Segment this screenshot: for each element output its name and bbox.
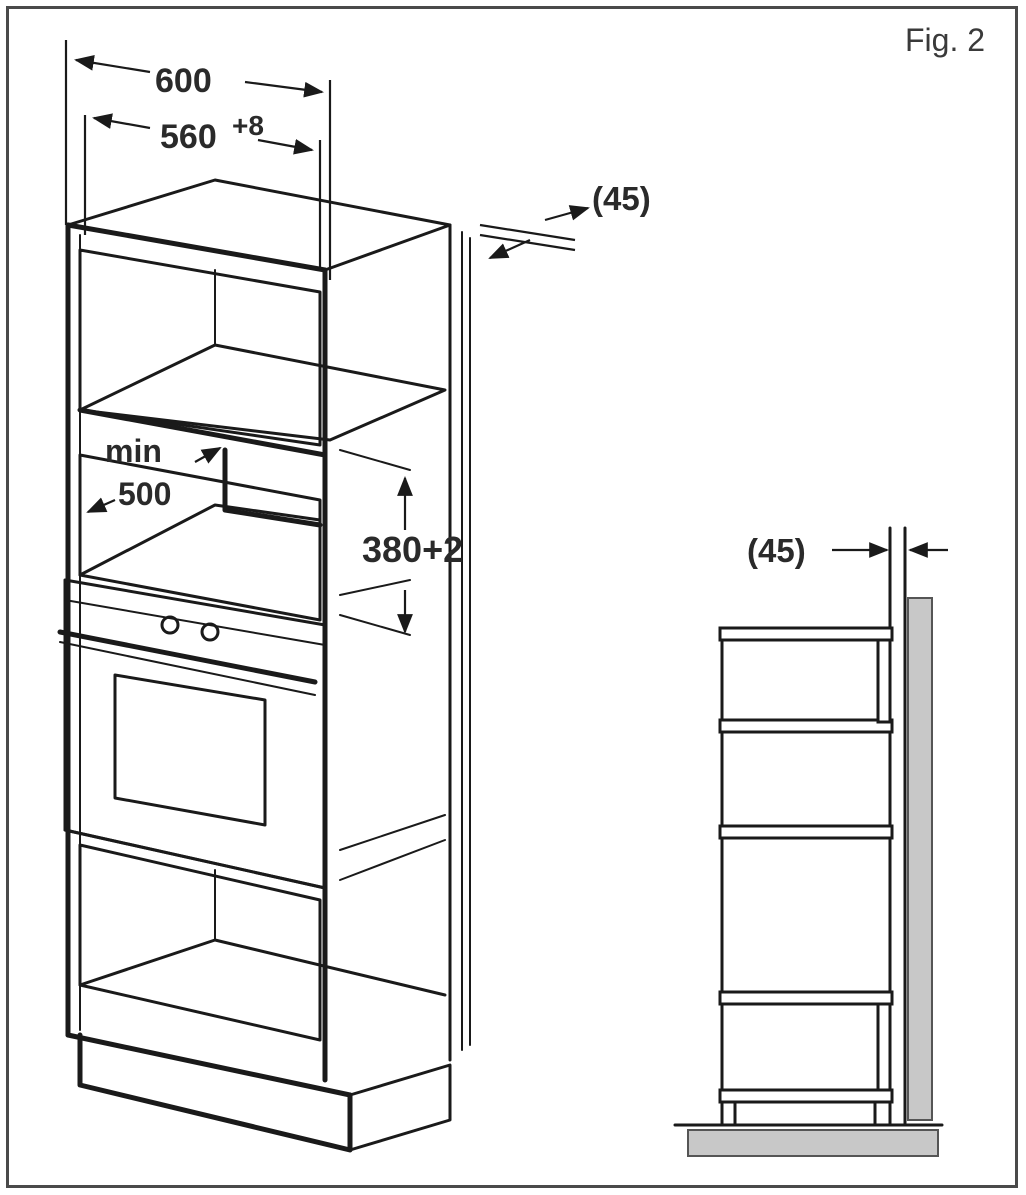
dim-opening-height: 380+2	[362, 529, 463, 570]
tall-cabinet	[57, 178, 471, 1153]
dim-560: 560	[160, 118, 217, 156]
dim-600: 600	[155, 62, 212, 100]
dim-rear-gap-top: (45)	[592, 180, 651, 217]
dim-depth-500: 500	[118, 476, 171, 512]
figure-label: Fig. 2	[905, 22, 986, 58]
dimension-lines	[64, 40, 590, 634]
dim-min-label: min	[105, 433, 162, 469]
dim-560-tolerance: +8	[232, 110, 264, 141]
side-section-view	[673, 526, 948, 1157]
dim-rear-gap-side: (45)	[747, 532, 806, 569]
